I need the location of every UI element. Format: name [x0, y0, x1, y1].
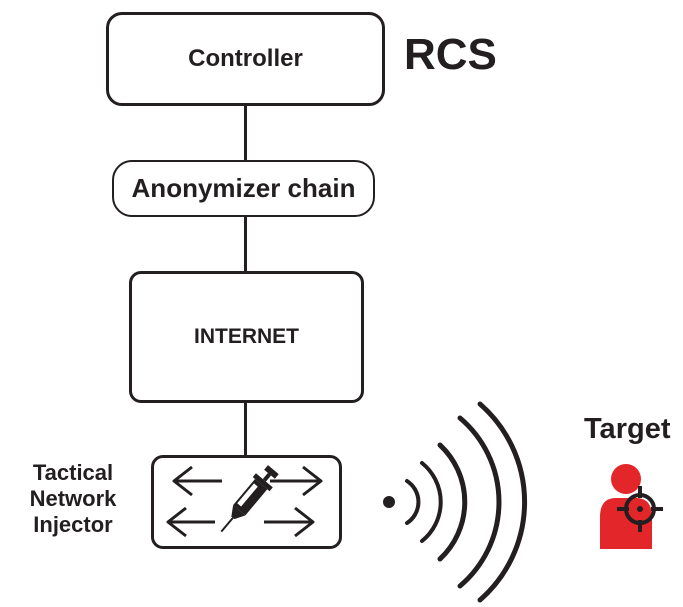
connector-controller-anonymizer — [244, 106, 247, 160]
syringe-icon — [220, 465, 279, 533]
connector-anonymizer-internet — [244, 217, 247, 271]
tactical-network-injector-label: Tactical Network Injector — [8, 460, 138, 538]
tni-label-line-1: Tactical — [32, 460, 114, 485]
connector-internet-injector — [244, 403, 247, 455]
controller-box: Controller — [106, 12, 385, 106]
crosshair-icon — [617, 486, 663, 532]
internet-label: INTERNET — [194, 325, 299, 348]
anonymizer-chain-label: Anonymizer chain — [131, 173, 356, 203]
arrow-icon — [166, 506, 215, 538]
controller-label: Controller — [188, 45, 303, 72]
target-label: Target — [584, 413, 671, 445]
arrow-icon — [264, 506, 315, 538]
arrow-icon — [270, 465, 323, 497]
tni-label-line-3: Injector — [33, 512, 113, 537]
internet-box: INTERNET — [129, 271, 364, 403]
anonymizer-chain-box: Anonymizer chain — [112, 160, 375, 217]
rcs-label: RCS — [404, 30, 497, 79]
tni-label-line-2: Network — [29, 486, 117, 511]
wireless-signal-icon — [383, 401, 528, 603]
arrow-icon — [172, 465, 222, 497]
